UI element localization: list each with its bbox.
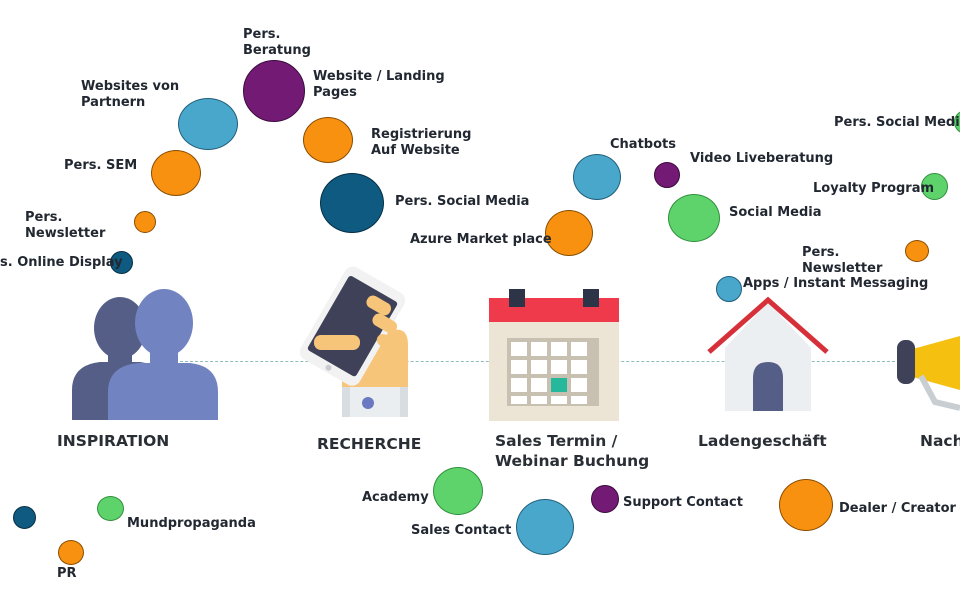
bubble-azure [545,210,593,256]
stage-label-inspiration: INSPIRATION [57,432,170,450]
bubble-pers-sem [151,150,201,196]
bubble-pers-beratung [243,60,305,122]
label-video-liveberatung: Video Liveberatung [690,151,834,166]
bubble-mundpropaganda [97,496,124,521]
calendar-icon [489,289,619,421]
smartphone-hand-icon [299,266,408,417]
bubble-websites-partnern [178,98,238,150]
label-online-display: s. Online Display [0,255,123,270]
bubble-chatbots [573,154,621,200]
bubble-video-liveberatung [654,162,680,188]
label-apps-messaging: Apps / Instant Messaging [743,276,929,291]
label-sales-contact: Sales Contact [411,523,512,538]
label-pr: PR [57,566,77,581]
bubble-website-landing [303,117,353,163]
bubble-sales-contact [516,499,574,555]
label-academy: Academy [362,490,429,505]
stage-label-laden: Ladengeschäft [698,432,827,450]
label-pers-sem: Pers. SEM [64,158,138,173]
bubble-loyalty [921,173,948,200]
label-azure: Azure Market place [410,232,552,247]
label-pers-newsletter-right: Pers.Newsletter [802,245,883,276]
stage-label-nach: Nach [920,432,960,450]
bubble-social-media [668,194,720,242]
stage-label-sales: Sales Termin /Webinar Buchung [495,432,650,470]
label-support-contact: Support Contact [623,495,743,510]
house-icon [707,296,829,411]
bubble-pers-social-media [320,173,384,233]
label-pers-social-media-right: Pers. Social Media [834,115,960,130]
label-chatbots: Chatbots [610,137,676,152]
stage-label-recherche: RECHERCHE [317,435,422,453]
bubble-apps-messaging [716,276,742,302]
megaphone-icon [897,336,960,411]
bubble-pers-newsletter-right [905,240,929,262]
label-pers-social-media: Pers. Social Media [395,194,530,209]
bubble-online-display [110,251,133,274]
people-icon [72,289,218,420]
label-dealer-creator: Dealer / Creator [839,501,956,516]
bubble-pr [58,540,84,565]
bubble-support-contact [591,485,619,513]
label-pers-beratung: Pers.Beratung [243,27,311,58]
label-loyalty: Loyalty Program [813,181,935,196]
bubble-academy [433,467,483,515]
label-social-media: Social Media [729,205,822,220]
label-mundpropaganda: Mundpropaganda [127,516,256,531]
bubble-pers-newsletter [134,211,156,233]
bubble-left-bottom-blue [13,506,36,529]
bubble-dealer-creator [779,479,833,531]
label-pers-newsletter: Pers.Newsletter [25,210,106,241]
